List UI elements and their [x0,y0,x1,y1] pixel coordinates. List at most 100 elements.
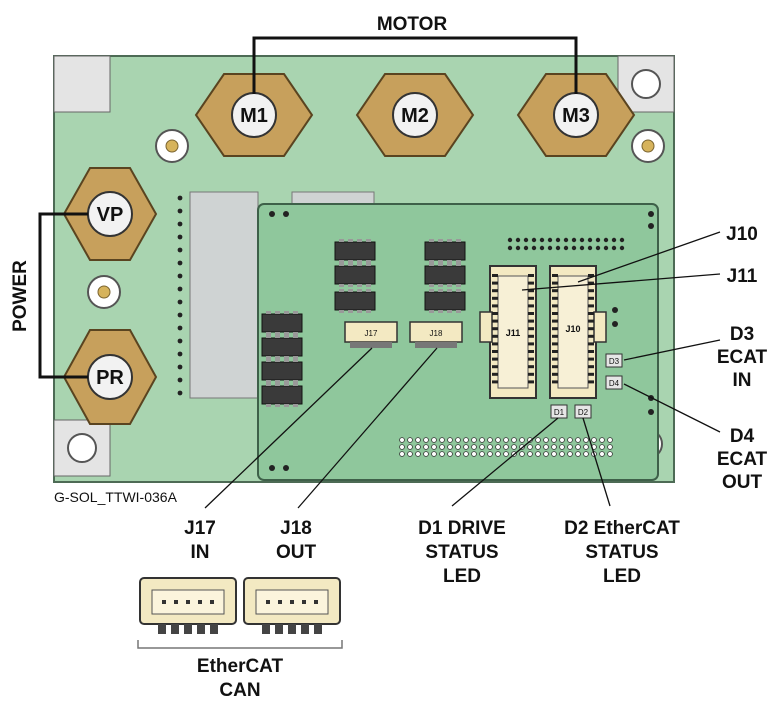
motor-title: MOTOR [377,14,448,35]
ic-lead [456,239,461,242]
pad [399,437,405,443]
pad [495,451,501,457]
leader-lines [204,231,721,509]
connector-pin [588,289,594,293]
pad [583,451,589,457]
ic-lead [275,335,280,338]
connector-pin [552,350,558,353]
ic-chip [261,385,303,405]
ic-lead [266,311,271,314]
ic-lead [447,289,452,292]
connector-pin [528,350,534,353]
connector-pin [552,357,558,361]
callout-d3-line2: ECAT [717,347,768,368]
terminal-m1: M1 [194,73,314,157]
pad [583,437,589,443]
ic-lead [429,260,434,263]
pad [479,451,485,457]
ic-lead [357,260,362,263]
ic-lead [357,263,362,266]
pad [551,444,557,450]
connector-pin [492,327,498,331]
connector-pin [492,372,498,376]
ic-lead [284,404,289,407]
pad [559,451,565,457]
connector-pin [492,342,498,346]
connector-pin [588,319,594,323]
callout-j17-line1: J17 [184,518,216,539]
pad [543,451,549,457]
callout-d2-line3: LED [603,566,641,587]
ic-lead [284,383,289,386]
pad [555,237,561,243]
connector-pin [552,274,558,277]
connector-j18: J18 [409,321,463,348]
standoff-1 [155,129,189,163]
ic-lead [456,284,461,287]
connector-pin [528,334,534,338]
pad [551,451,557,457]
ic-lead [429,289,434,292]
power-label: POWER [10,260,31,332]
connector-pin [552,380,558,384]
callout-j10: J10 [726,224,758,245]
ic-lead [429,263,434,266]
pad [559,437,565,443]
ic-lead [447,260,452,263]
ic-lead [266,359,271,362]
pad [519,451,525,457]
ic-lead [348,260,353,263]
connector-pin [588,312,594,315]
connector-pin [528,327,534,331]
pad [583,444,589,450]
ic-lead [284,380,289,383]
bottom-bracket [137,640,343,649]
ic-lead [266,380,271,383]
connector-pin [588,380,594,384]
ic-chip [424,265,466,285]
connector-pin [552,304,558,308]
pad [547,237,553,243]
pad [603,237,609,243]
pad-array-bottom [399,437,613,457]
connector-pin [552,312,558,315]
connector-pin [492,274,498,277]
ic-lead [366,310,371,313]
ic-chip [261,361,303,381]
ic-lead [266,356,271,359]
j11-board-label: J11 [506,328,521,338]
ic-lead [438,289,443,292]
pad [607,451,613,457]
ic-lead [266,332,271,335]
ic-lead [348,310,353,313]
pad [539,245,545,251]
corner-mount-top-left [53,55,111,113]
ic-lead [293,356,298,359]
pad [471,437,477,443]
connector-pin [552,327,558,331]
part-number: G-SOL_TTWI-036A [54,489,178,505]
connector-pin [492,289,498,293]
pad [487,444,493,450]
pad [535,437,541,443]
pad [567,444,573,450]
ic-lead [438,284,443,287]
ic-lead [339,263,344,266]
connector-pin [588,372,594,376]
callout-d1-line2: STATUS [425,542,498,563]
pad [503,437,509,443]
ic-lead [284,311,289,314]
pad [439,451,445,457]
pad [455,444,461,450]
ic-lead [348,284,353,287]
ic-lead [293,383,298,386]
pad [539,237,545,243]
connector-j17: J17 [344,321,398,348]
ic-lead [447,239,452,242]
ic-lead [438,239,443,242]
terminal-m1-label: M1 [240,105,268,127]
ic-lead [357,284,362,287]
pad [511,437,517,443]
ic-lead [339,284,344,287]
ic-chip [424,241,466,261]
